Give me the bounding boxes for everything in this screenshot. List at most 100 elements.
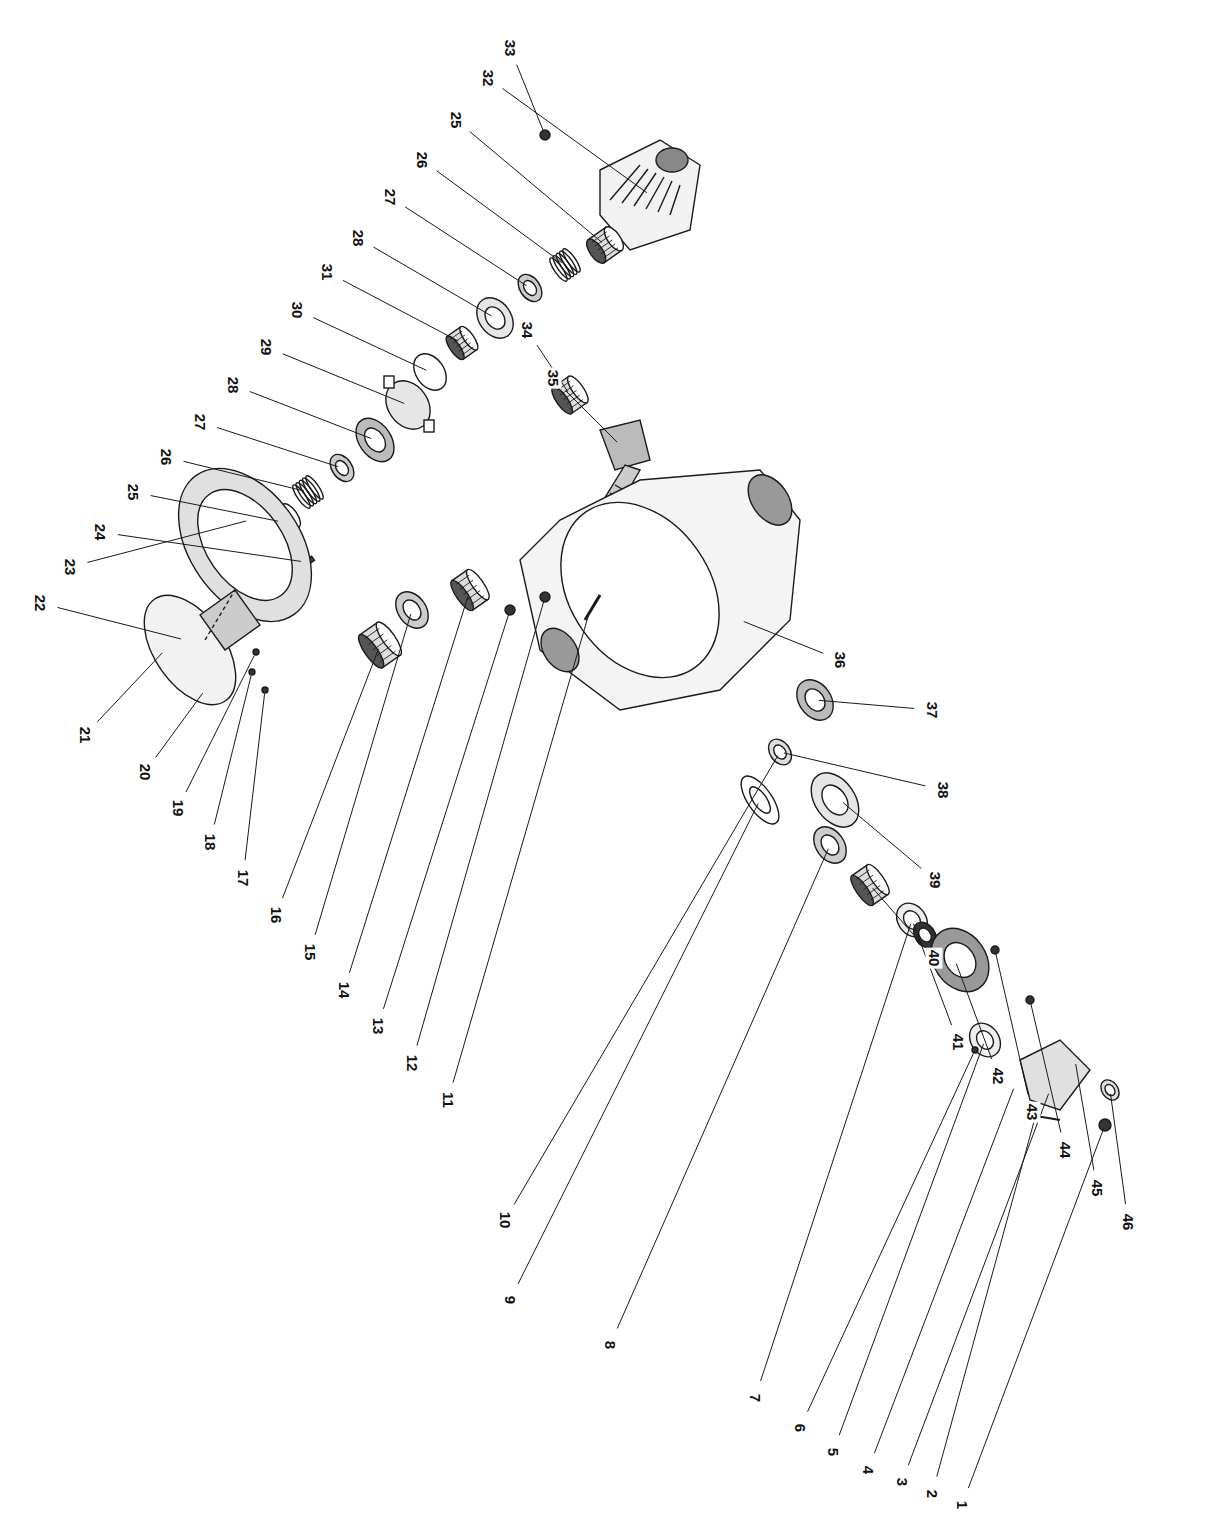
- callout-number: 28: [225, 375, 242, 396]
- bearing: [583, 224, 627, 267]
- spring: [290, 474, 326, 511]
- lock: [253, 649, 259, 655]
- callout-number: 12: [404, 1053, 421, 1074]
- callout-number: 6: [792, 1422, 809, 1434]
- leader-line: [156, 693, 203, 757]
- nut: [1099, 1119, 1111, 1131]
- leader-line: [514, 755, 778, 1204]
- leader-line: [566, 391, 617, 442]
- bolt: [972, 1047, 978, 1053]
- leader-line: [217, 428, 338, 467]
- leader-line: [315, 614, 411, 935]
- leader-line: [283, 354, 405, 404]
- callout-number: 43: [1024, 1102, 1041, 1123]
- leader-line: [839, 1044, 983, 1435]
- leader-line: [186, 656, 254, 792]
- callout-number: 17: [235, 868, 252, 889]
- callout-number: 3: [894, 1476, 911, 1488]
- side-gear: [348, 411, 402, 469]
- callout-number: 27: [382, 187, 399, 208]
- leader-line: [937, 1122, 1034, 1477]
- callout-number: 41: [950, 1032, 967, 1053]
- nut: [540, 130, 550, 140]
- stud: [585, 595, 600, 620]
- leader-line: [908, 1094, 1048, 1465]
- leader-line: [405, 207, 527, 286]
- callout-number: 19: [170, 798, 187, 819]
- callout-number: 10: [497, 1210, 514, 1231]
- leader-line: [453, 614, 589, 1083]
- callout-number: 4: [860, 1464, 877, 1476]
- bolt: [1026, 996, 1034, 1004]
- leader-line: [313, 318, 426, 371]
- callout-number: 26: [158, 447, 175, 468]
- leader-line: [214, 676, 251, 825]
- leader-line: [151, 496, 278, 522]
- leader-line: [968, 1129, 1103, 1488]
- alignment-line: [205, 590, 235, 640]
- leader-line: [873, 888, 922, 944]
- callout-number: 8: [602, 1339, 619, 1351]
- callout-number: 25: [125, 482, 142, 503]
- callout-number: 39: [927, 870, 944, 891]
- cup: [807, 821, 853, 870]
- leader-line: [282, 649, 378, 898]
- carrier-bearing: [355, 619, 406, 671]
- leader-line: [183, 461, 304, 491]
- callout-number: 21: [77, 725, 94, 746]
- callout-number: 31: [319, 262, 336, 283]
- leader-line: [349, 594, 468, 973]
- callout-number: 38: [935, 780, 952, 801]
- leader-line: [437, 171, 562, 263]
- side-gear: [469, 291, 520, 345]
- lockwasher: [991, 946, 999, 954]
- callout-number: 44: [1057, 1140, 1074, 1161]
- leader-line: [245, 694, 264, 860]
- callout-number: 23: [62, 557, 79, 578]
- callout-number: 29: [258, 337, 275, 358]
- callout-number: 9: [502, 1294, 519, 1306]
- washer: [325, 450, 359, 486]
- side-gear-hub: [443, 324, 481, 362]
- callout-number: 27: [192, 412, 209, 433]
- spring: [547, 247, 583, 284]
- callout-number: 33: [502, 38, 519, 59]
- shim: [764, 735, 796, 769]
- callout-number: 46: [1120, 1212, 1137, 1233]
- bearing: [847, 862, 893, 909]
- pinion-gear: [789, 673, 840, 727]
- callout-number: 1: [954, 1499, 971, 1511]
- leader-lines: [57, 65, 1125, 1488]
- callout-number: 35: [545, 368, 562, 389]
- yoke: [1020, 1040, 1090, 1110]
- callout-number: 22: [32, 593, 49, 614]
- callout-number: 16: [268, 905, 285, 926]
- nut: [540, 592, 550, 602]
- gasket: [734, 770, 786, 830]
- bearing-cup: [389, 586, 435, 635]
- callout-number: 37: [924, 700, 941, 721]
- leader-line: [819, 700, 914, 708]
- leader-line: [250, 392, 371, 439]
- cotter-pin: [262, 687, 268, 693]
- callout-number: 45: [1089, 1178, 1106, 1199]
- leader-line: [118, 535, 301, 562]
- washer: [513, 270, 547, 306]
- callout-number: 15: [302, 942, 319, 963]
- axle-housing: [520, 467, 801, 710]
- leader-line: [913, 924, 951, 1025]
- leader-line: [383, 614, 508, 1009]
- leader-line: [744, 621, 824, 653]
- leader-line: [470, 132, 602, 243]
- callout-number: 2: [924, 1488, 941, 1500]
- leader-line: [343, 280, 459, 341]
- callout-number: 11: [440, 1090, 457, 1110]
- callout-number: 36: [832, 650, 849, 671]
- leader-line: [537, 345, 568, 392]
- leader-line: [1111, 1094, 1126, 1204]
- callout-number: 30: [289, 300, 306, 321]
- leader-line: [617, 849, 828, 1329]
- washer: [505, 605, 515, 615]
